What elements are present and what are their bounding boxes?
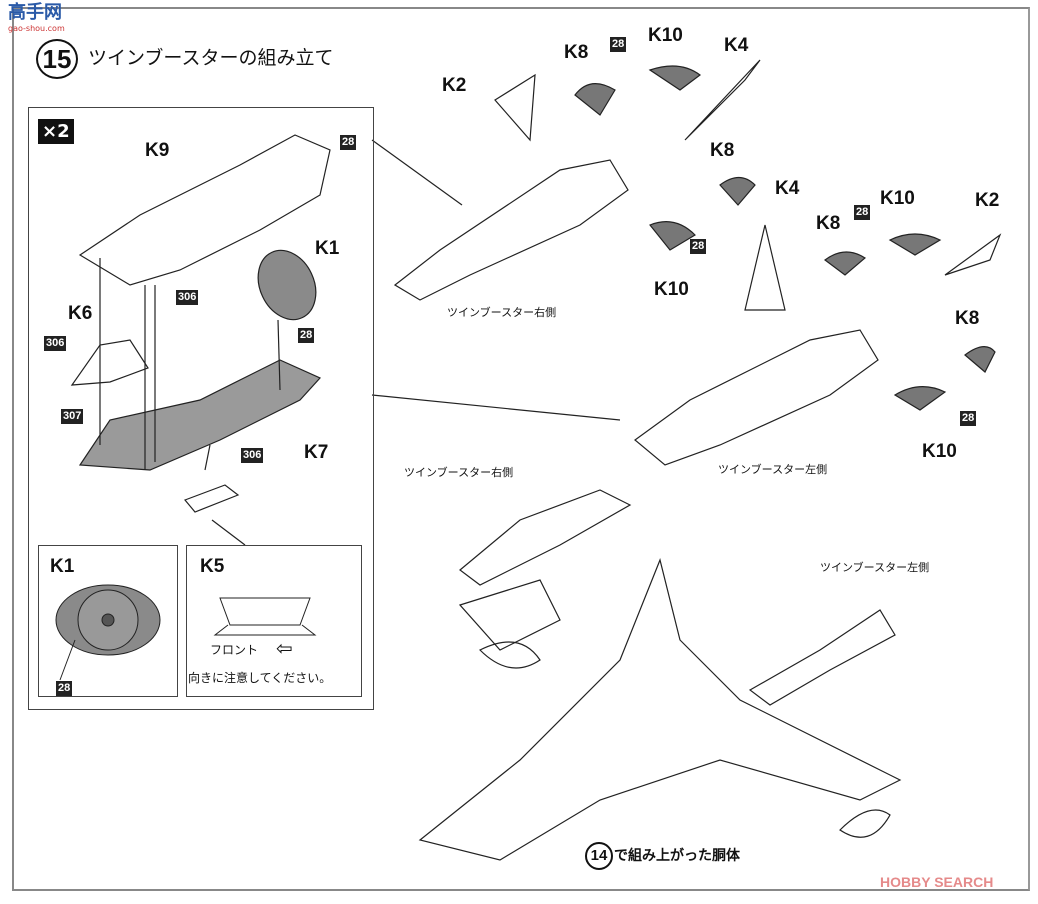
label-k8: K8 [955,308,980,329]
label-k6: K6 [68,303,93,324]
caption-final-left-booster: ツインブースター左側 [820,561,930,574]
color-code: 28 [690,239,707,254]
color-code: 306 [44,336,67,351]
label-k2: K2 [975,190,1000,211]
front-label: フロント [210,643,259,657]
label-k10: K10 [648,25,683,46]
label-k10: K10 [654,279,689,300]
part-k9 [78,134,331,286]
caption-left-booster: ツインブースター左側 [718,463,828,476]
watermark-logo: 高手网 [8,2,62,23]
detail-k1-box [38,545,178,697]
part-k1 [257,249,317,321]
color-code: 307 [61,409,84,424]
color-code: 28 [298,328,315,343]
hobbysearch-watermark: HOBBY SEARCH [880,874,994,890]
color-code: 28 [340,135,357,150]
part-k6 [70,339,149,386]
label-k8: K8 [564,42,589,63]
page-border [12,7,1030,891]
booster-final-left [748,609,896,706]
detail-k1-title: K1 [50,556,75,577]
detail-k5-title: K5 [200,556,225,577]
watermark-url: gao-shou.com [8,24,65,33]
label-k1: K1 [315,238,340,259]
step-title: ツインブースターの組み立て [88,47,334,69]
label-k7: K7 [304,442,329,463]
detail-k5-box [186,545,362,697]
body-caption: で組み上がった胴体 [614,848,740,864]
front-arrow-icon: ⇦ [276,636,293,660]
color-code: 28 [56,681,73,696]
label-k10: K10 [880,188,915,209]
subassembly-panel [28,107,374,710]
multiplier-badge: ×2 [38,119,74,144]
color-code: 306 [176,290,199,305]
orientation-note: 向きに注意してください。 [188,671,332,685]
part-k4-upper [684,59,761,141]
part-k7 [78,359,321,471]
step-number: 15 [36,39,78,79]
fuselage [418,558,902,861]
part-k2-lower [944,233,1002,276]
color-code: 28 [960,411,977,426]
body-step-number: 14 [585,842,613,870]
part-k4-lower [744,224,786,311]
caption-right-booster: ツインブースター右側 [447,306,557,319]
label-k10: K10 [922,441,957,462]
part-k2-upper [494,73,536,142]
color-code: 306 [241,448,264,463]
label-k8: K8 [710,140,735,161]
booster-left [634,329,879,466]
caption-final-right-booster: ツインブースター右側 [404,466,514,479]
part-k5 [183,484,240,513]
label-k9: K9 [145,140,170,161]
label-k4: K4 [775,178,800,199]
booster-right [393,159,629,301]
label-k8: K8 [816,213,841,234]
color-code: 28 [610,37,627,52]
color-code: 28 [854,205,871,220]
label-k2: K2 [442,75,467,96]
booster-final-right [459,489,632,586]
label-k4: K4 [724,35,749,56]
